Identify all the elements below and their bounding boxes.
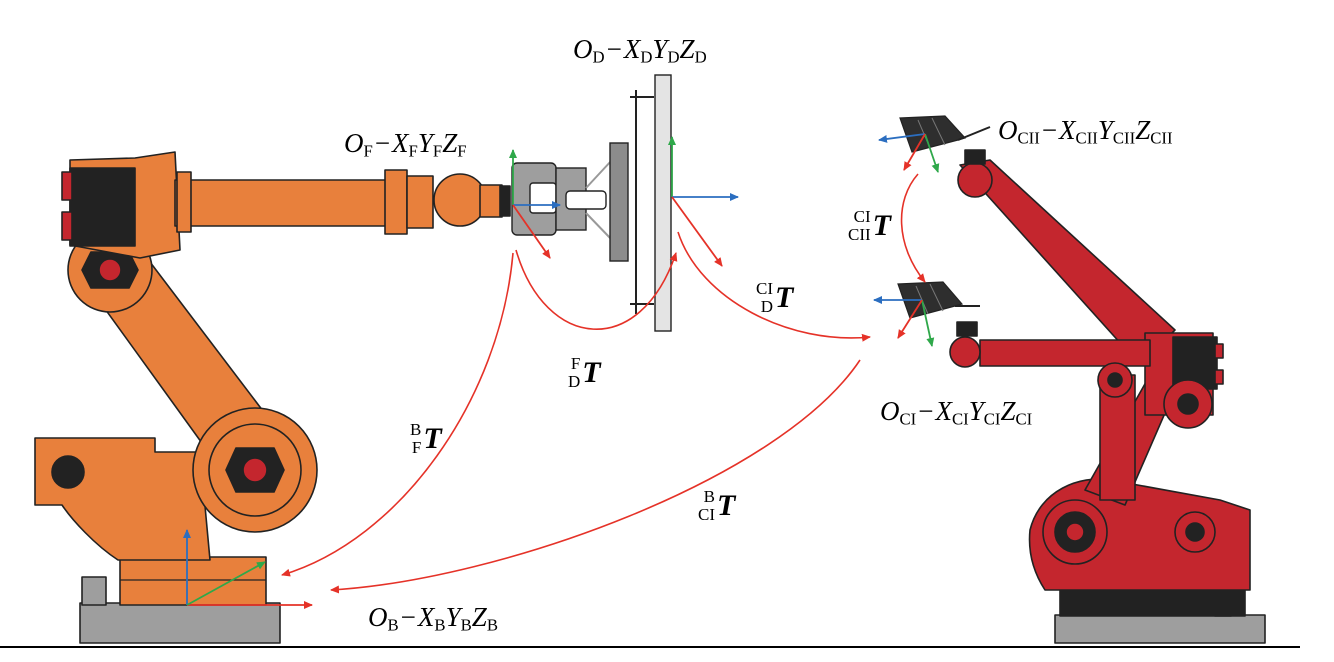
- arrow-disk-to-cam1: [677, 231, 871, 342]
- cam1-dash: −: [918, 396, 934, 426]
- cam2-origin: O: [998, 115, 1018, 145]
- cam2-y: Y: [1097, 115, 1113, 145]
- axes-flange-frame: [509, 149, 561, 259]
- t-cam1-base-sup: B: [703, 487, 715, 506]
- cam2-dash: −: [1041, 115, 1058, 145]
- flange-dash: −: [374, 128, 391, 158]
- cam1-x-sub: CI: [951, 409, 969, 429]
- flange-z-sub: F: [457, 141, 467, 161]
- t-flange-base-sup: B: [410, 420, 422, 439]
- camera-ci: [897, 281, 980, 319]
- right-robot: [949, 149, 1266, 644]
- base-y: Y: [445, 602, 461, 632]
- base-origin: O: [368, 602, 388, 632]
- cam1-y: Y: [968, 396, 984, 426]
- label-frame-cam2: OCII−XCIIYCIIZCII: [998, 117, 1173, 147]
- axes-base-frame: [183, 529, 313, 609]
- disk-plate: [630, 74, 672, 332]
- right-robot-upper-arm: [959, 159, 1176, 366]
- base-y-sub: B: [460, 615, 472, 635]
- t-cam2-cam1-symbol: T: [872, 208, 891, 242]
- cam2-x-sub: CII: [1075, 128, 1098, 148]
- axes-disk-frame: [668, 136, 739, 267]
- left-robot: [34, 151, 511, 644]
- left-robot-wrist: [433, 173, 487, 227]
- t-flange-base-sub: F: [411, 437, 422, 457]
- t-disk-cam1-sup: CI: [756, 279, 773, 298]
- flange-z: Z: [442, 128, 458, 158]
- arrow-flange-to-base: [281, 252, 514, 577]
- t-cam2-cam1-sub: CII: [848, 224, 871, 244]
- left-robot-pedestal: [119, 556, 267, 606]
- label-frame-cam1: OCI−XCIYCIZCI: [880, 398, 1032, 428]
- disk-dash: −: [606, 34, 622, 64]
- flange-x: X: [392, 128, 409, 158]
- t-disk-flange-symbol: T: [582, 355, 601, 389]
- disk-x: X: [623, 34, 641, 64]
- camera-cii: [899, 115, 991, 153]
- cam2-x: X: [1059, 115, 1076, 145]
- arrow-disk-to-flange: [515, 249, 678, 330]
- disk-origin: O: [573, 34, 593, 64]
- base-dash: −: [400, 602, 416, 632]
- disk-x-sub: D: [640, 47, 653, 67]
- left-robot-forearm: [174, 179, 391, 227]
- t-cam1-base-symbol: T: [717, 488, 736, 522]
- t-disk-flange-sup: F: [570, 354, 581, 373]
- cam1-origin: O: [880, 396, 900, 426]
- flange-origin-sub: F: [363, 141, 373, 161]
- label-frame-flange: OF−XFYFZF: [344, 130, 467, 160]
- disk-z: Z: [679, 34, 695, 64]
- label-frame-disk: OD−XDYDZD: [573, 36, 707, 66]
- t-disk-flange-sub: D: [568, 371, 581, 391]
- cam2-y-sub: CII: [1112, 128, 1136, 148]
- cam1-y-sub: CI: [983, 409, 1001, 429]
- t-cam2-cam1-sup: CI: [853, 207, 871, 226]
- label-frame-base: OB−XBYBZB: [368, 604, 498, 634]
- cam2-z: Z: [1135, 115, 1151, 145]
- t-cam1-base-sub: CI: [698, 504, 715, 524]
- right-robot-base-plate: [1054, 614, 1266, 644]
- disk-y: Y: [652, 34, 668, 64]
- t-disk-cam1-symbol: T: [775, 280, 794, 314]
- cam2-z-sub: CII: [1150, 128, 1173, 148]
- cam1-x: X: [935, 396, 952, 426]
- base-x: X: [417, 602, 435, 632]
- base-x-sub: B: [434, 615, 446, 635]
- flange-y: Y: [417, 128, 433, 158]
- flange-x-sub: F: [408, 141, 418, 161]
- disk-origin-sub: D: [592, 47, 605, 67]
- t-disk-cam1-sub: D: [760, 296, 773, 316]
- disk-y-sub: D: [667, 47, 680, 67]
- transform-arrows: [281, 173, 926, 594]
- base-origin-sub: B: [387, 615, 399, 635]
- right-robot-forearm: [979, 339, 1151, 367]
- base-z: Z: [471, 602, 487, 632]
- cam1-origin-sub: CI: [899, 409, 917, 429]
- t-flange-base-symbol: T: [423, 421, 442, 455]
- cam1-z: Z: [1000, 396, 1016, 426]
- flange-origin: O: [344, 128, 364, 158]
- left-robot-base-plate: [79, 602, 281, 644]
- cam2-origin-sub: CII: [1017, 128, 1040, 148]
- cam1-z-sub: CI: [1015, 409, 1033, 429]
- base-z-sub: B: [486, 615, 498, 635]
- flange-y-sub: F: [432, 141, 443, 161]
- gripper-fixture: [511, 142, 629, 262]
- disk-z-sub: D: [694, 47, 707, 67]
- left-robot-turntable: [34, 437, 211, 561]
- arrow-cam2-to-cam1: [900, 173, 926, 283]
- axes-cam2-frame: [878, 133, 940, 173]
- axes-cam1-frame: [873, 296, 935, 347]
- arrow-cam1-to-base: [330, 359, 861, 594]
